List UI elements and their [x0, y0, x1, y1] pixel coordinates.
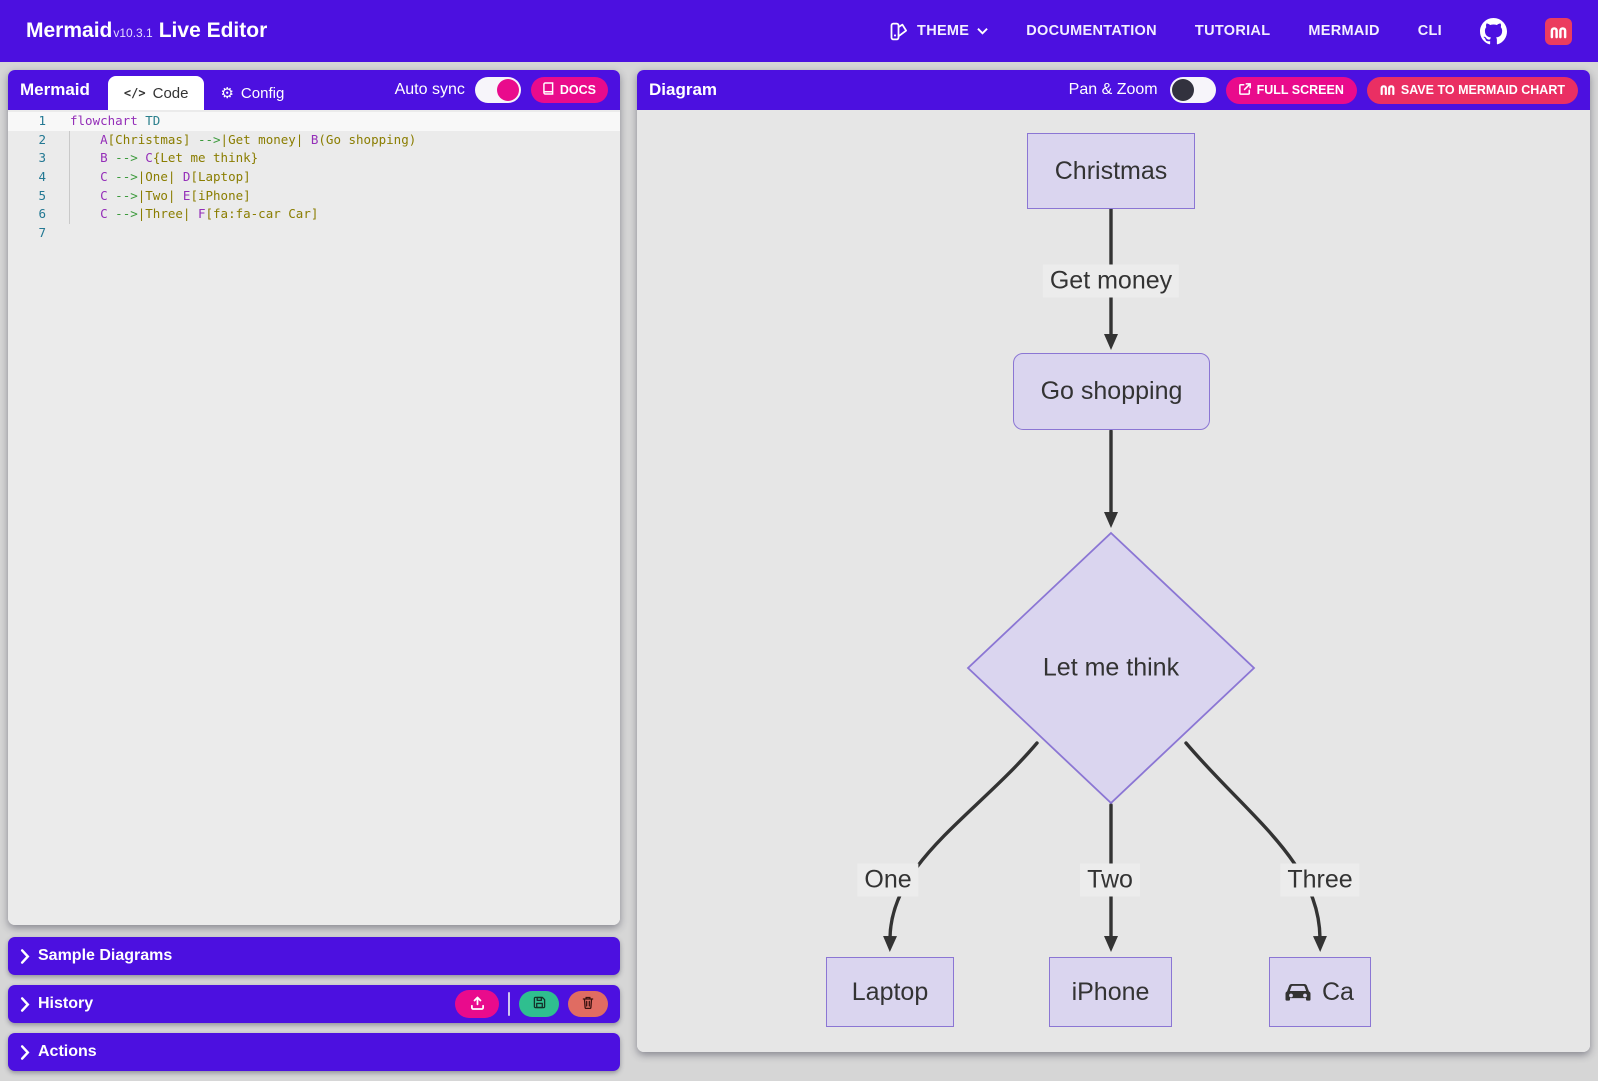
edge-label-one: One [857, 863, 919, 897]
code-icon: </> [123, 86, 146, 100]
mermaid-chart-m-icon [1380, 83, 1395, 98]
chevron-right-icon [20, 1044, 30, 1060]
actions-bar[interactable]: Actions [8, 1033, 620, 1071]
app-brand: Mermaid v10.3.1 Live Editor [26, 19, 267, 43]
pan-zoom-label: Pan & Zoom [1068, 81, 1158, 98]
line-number: 4 [38, 169, 46, 185]
diagram-panel: Diagram Pan & Zoom FULL SCREEN SAVE TO [637, 70, 1590, 1052]
indent-guide [69, 131, 70, 224]
line-number: 3 [38, 150, 46, 166]
github-icon[interactable] [1480, 17, 1507, 45]
line-number: 7 [38, 225, 46, 241]
node-go-shopping: Go shopping [1013, 353, 1210, 430]
chevron-right-icon [20, 996, 30, 1012]
brand-version: v10.3.1 [113, 26, 153, 40]
external-link-icon [1238, 82, 1251, 98]
chevron-down-icon [977, 27, 989, 35]
edge-label-three: Three [1280, 863, 1360, 897]
save-to-mermaid-chart-button[interactable]: SAVE TO MERMAID CHART [1366, 76, 1578, 104]
trash-icon [582, 996, 594, 1012]
car-icon [1283, 980, 1313, 1005]
node-let-me-think [966, 531, 1256, 805]
full-screen-button[interactable]: FULL SCREEN [1225, 76, 1357, 104]
brand-suffix: Live Editor [158, 19, 268, 42]
node-iphone: iPhone [1049, 957, 1172, 1027]
node-laptop: Laptop [826, 957, 954, 1027]
edge-think-laptop [883, 741, 1039, 952]
node-let-me-think-label: Let me think [1042, 653, 1180, 682]
mermaid-chart-icon[interactable] [1545, 17, 1572, 45]
diagram-canvas: Get money One Two Three Christmas Go sho… [637, 110, 1590, 1052]
editor-panel: Mermaid </> Code ⚙ Config Auto sync DOCS [8, 70, 620, 925]
flowchart-edges [883, 207, 1327, 952]
line-number: 5 [38, 187, 46, 203]
nav-theme-label: THEME [917, 23, 970, 39]
line-number: 1 [38, 113, 46, 128]
nav-tutorial[interactable]: TUTORIAL [1194, 23, 1271, 39]
docs-button[interactable]: DOCS [530, 77, 608, 103]
diagram-panel-header: Diagram Pan & Zoom FULL SCREEN SAVE TO [637, 70, 1590, 110]
nav-documentation[interactable]: DOCUMENTATION [1026, 23, 1157, 39]
nav-cli[interactable]: CLI [1417, 23, 1442, 39]
tab-code[interactable]: </> Code [107, 76, 205, 110]
auto-sync-label: Auto sync [394, 81, 465, 98]
nav-theme[interactable]: THEME [888, 21, 989, 42]
edge-label-get-money: Get money [1042, 264, 1180, 298]
code-line: 7 [8, 224, 620, 243]
sample-diagrams-bar[interactable]: Sample Diagrams [8, 937, 620, 975]
top-navbar: Mermaid v10.3.1 Live Editor THEME DOCUME… [0, 0, 1598, 62]
chevron-right-icon [20, 948, 30, 964]
line-number: 6 [38, 206, 46, 222]
gears-icon: ⚙ [220, 85, 234, 102]
code-line: 6 C -->|Three| F[fa:fa-car Car] [8, 205, 620, 224]
tab-config[interactable]: ⚙ Config [220, 84, 285, 103]
pan-zoom-toggle[interactable] [1169, 77, 1216, 103]
auto-sync-toggle[interactable] [474, 77, 521, 103]
swatchbook-icon [888, 21, 909, 42]
editor-panel-title: Mermaid [20, 80, 90, 99]
history-save-button[interactable] [519, 991, 559, 1017]
node-christmas: Christmas [1027, 133, 1195, 209]
code-line: 4 C -->|One| D[Laptop] [8, 168, 620, 187]
edge-label-two: Two [1080, 863, 1140, 897]
brand-name: Mermaid [26, 19, 113, 42]
nav-mermaid[interactable]: MERMAID [1308, 23, 1380, 39]
upload-icon [470, 996, 485, 1013]
history-delete-button[interactable] [568, 991, 608, 1017]
book-icon [543, 82, 554, 98]
diagram-panel-title: Diagram [649, 80, 718, 99]
code-line: 5 C -->|Two| E[iPhone] [8, 187, 620, 206]
node-car: Ca [1269, 957, 1371, 1027]
history-bar[interactable]: History [8, 985, 620, 1023]
code-line: 3 B --> C{Let me think} [8, 149, 620, 168]
edge-think-car [1184, 741, 1327, 952]
history-upload-button[interactable] [455, 990, 499, 1018]
editor-panel-header: Mermaid </> Code ⚙ Config Auto sync DOCS [8, 70, 620, 110]
floppy-disk-icon [533, 996, 546, 1012]
code-line: 2 A[Christmas] -->|Get money| B(Go shopp… [8, 131, 620, 150]
divider [508, 992, 510, 1016]
line-number: 2 [38, 131, 46, 147]
